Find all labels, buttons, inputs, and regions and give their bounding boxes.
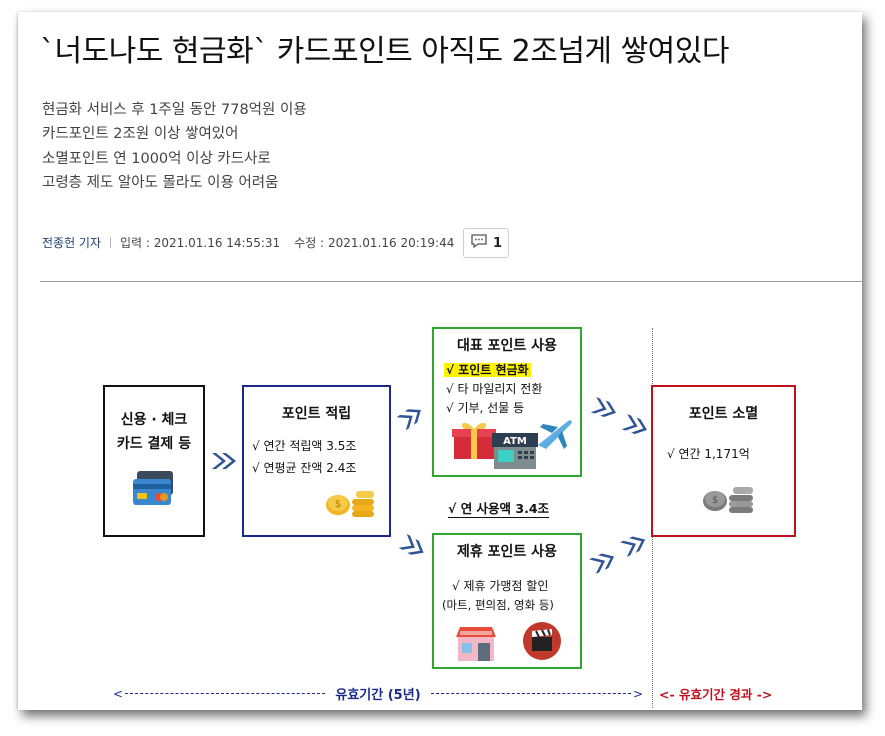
point-accumulate-box: 포인트 적립 √ 연간 적립액 3.5조 √ 연평균 잔액 2.4조 $ — [242, 385, 391, 537]
point-expire-box: 포인트 소멸 √ 연간 1,171억 $ — [651, 385, 796, 537]
summary-line: 고령층 제도 알아도 몰라도 이용 어려움 — [42, 174, 279, 191]
arrow-icon — [393, 399, 432, 438]
edit-timestamp: 수정 : 2021.01.16 20:19:44 — [294, 236, 455, 250]
card-box-line2: 카드 결제 등 — [116, 436, 192, 452]
representative-use-box: 대표 포인트 사용 √ 포인트 현금화 √ 타 마일리지 전환 √ 기부, 선물… — [432, 327, 582, 477]
article-summary: 현금화 서비스 후 1주일 동안 778억원 이용 카드포인트 2조원 이상 쌓… — [42, 98, 307, 195]
partner-title: 제휴 포인트 사용 — [457, 544, 557, 560]
arrow-icon — [586, 545, 624, 581]
byline: 전종헌 기자 입력 : 2021.01.16 14:55:31 수정 : 202… — [42, 234, 454, 251]
validity-expired-label: <- 유효기간 경과 -> — [659, 687, 773, 702]
accumulate-title: 포인트 적립 — [281, 406, 352, 422]
article-headline: `너도나도 현금화` 카드포인트 아직도 2조넘게 쌓여있다 — [40, 34, 729, 69]
svg-text:$: $ — [335, 499, 341, 510]
comment-button[interactable]: 1 — [463, 228, 509, 258]
input-timestamp: 입력 : 2021.01.16 14:55:31 — [120, 236, 281, 250]
airplane-icon — [534, 415, 574, 455]
movie-clapper-icon — [522, 621, 562, 665]
representative-item: √ 기부, 선물 등 — [446, 401, 525, 415]
summary-line: 소멸포인트 연 1000억 이상 카드사로 — [42, 150, 271, 167]
summary-line: 현금화 서비스 후 1주일 동안 778억원 이용 — [42, 102, 307, 118]
summary-line: 카드포인트 2조원 이상 쌓여있어 — [42, 126, 239, 143]
arrow-icon — [586, 394, 623, 429]
arrow-icon — [394, 530, 433, 568]
arrow-icon — [617, 411, 654, 446]
representative-title: 대표 포인트 사용 — [457, 338, 557, 354]
card-box-line1: 신용 · 체크 — [120, 412, 188, 428]
representative-highlight: √ 포인트 현금화 — [444, 363, 531, 377]
svg-text:ATM: ATM — [503, 436, 527, 447]
section-divider — [40, 281, 862, 282]
partner-use-box: 제휴 포인트 사용 √ 제휴 가맹점 할인 (마트, 편의점, 영화 등) — [432, 533, 582, 669]
representative-item: √ 타 마일리지 전환 — [446, 382, 543, 396]
partner-item: (마트, 편의점, 영화 등) — [442, 598, 554, 612]
expire-item: √ 연간 1,171억 — [667, 447, 750, 461]
svg-text:$: $ — [712, 495, 718, 506]
atm-icon: ATM — [490, 433, 542, 475]
coins-gray-icon: $ — [697, 479, 757, 519]
arrow-left-icon: < — [113, 686, 124, 701]
comment-icon — [470, 233, 488, 253]
author-link[interactable]: 전종헌 기자 — [42, 236, 102, 250]
arrow-icon — [617, 528, 655, 564]
validity-period-label: < 유효기간 (5년) > — [113, 686, 644, 704]
annual-use-label: √ 연 사용액 3.4조 — [448, 498, 550, 518]
arrow-right-icon: > — [632, 686, 644, 701]
article-card: `너도나도 현금화` 카드포인트 아직도 2조넘게 쌓여있다 현금화 서비스 후… — [18, 12, 862, 710]
coins-icon: $ — [318, 483, 378, 523]
divider — [110, 237, 112, 248]
store-icon — [456, 625, 496, 667]
comment-count: 1 — [492, 235, 503, 251]
gift-icon — [452, 419, 498, 465]
expire-title: 포인트 소멸 — [688, 406, 759, 422]
accumulate-item: √ 연평균 잔액 2.4조 — [252, 461, 357, 475]
card-payment-box: 신용 · 체크 카드 결제 등 — [103, 385, 205, 537]
credit-card-icon — [131, 469, 177, 513]
accumulate-item: √ 연간 적립액 3.5조 — [252, 439, 357, 453]
arrow-icon — [210, 450, 240, 476]
partner-item: √ 제휴 가맹점 할인 — [452, 579, 549, 593]
